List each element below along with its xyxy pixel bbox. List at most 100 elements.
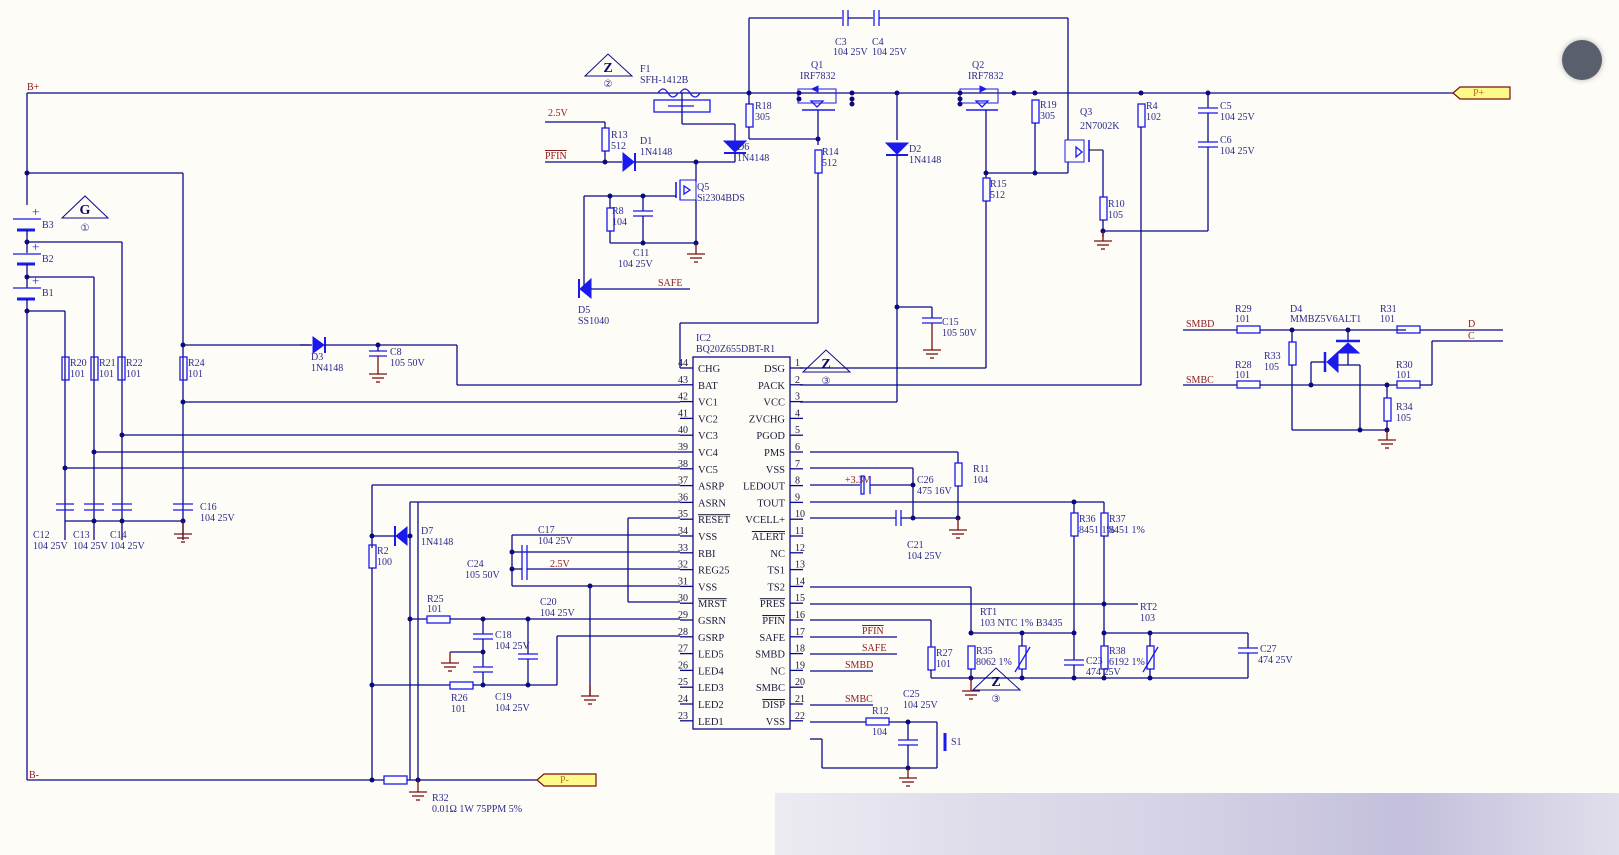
C5-val: 104 25V (1220, 112, 1256, 123)
port-p-minus[interactable]: P- (536, 773, 597, 787)
ic-pin-14-name: TS2 (767, 582, 785, 593)
R8-val: 104 (612, 217, 627, 228)
ic-pin-15-number: 15 (795, 593, 805, 604)
C25-ref: C25 (903, 689, 920, 700)
D4-ref: D4 (1290, 304, 1302, 315)
ic-pin-4-number: 4 (795, 408, 800, 419)
C6-ref: C6 (1220, 135, 1232, 146)
R18-ref: R18 (755, 101, 772, 112)
R13-ref: R13 (611, 130, 628, 141)
ic-pin-22-name: VSS (766, 717, 785, 728)
plus-icon: + (32, 204, 39, 219)
C27-val: 474 25V (1258, 655, 1294, 666)
ic-pin-8-number: 8 (795, 476, 800, 487)
ic-pin-9-name: TOUT (757, 498, 785, 509)
ic-pin-31-number: 31 (678, 576, 688, 587)
D1-val: 1N4148 (640, 147, 672, 158)
ground-icon (962, 678, 980, 700)
smbus-protection: SMBD R29 101 D4 MMBZ5V6ALT1 R31 101 D C … (1183, 304, 1503, 449)
R31-val: 101 (1380, 314, 1395, 325)
R19-val: 305 (1040, 111, 1055, 122)
R24-ref: R24 (188, 358, 205, 369)
port-p-plus-label: P+ (1473, 88, 1485, 99)
ground-icon (949, 518, 967, 539)
R19-ref: R19 (1040, 100, 1057, 111)
D4-val: MMBZ5V6ALT1 (1290, 314, 1361, 325)
R8-ref: R8 (612, 206, 624, 217)
R10-val: 105 (1108, 210, 1123, 221)
ic-pin-7-name: VSS (766, 465, 785, 476)
R14: R14 512 (679, 147, 839, 368)
port-p-plus[interactable]: P+ (1452, 86, 1511, 100)
ic-pin-40-name: VC3 (698, 431, 718, 442)
ic-pin-17-name: SAFE (759, 633, 785, 644)
Q5-ref: Q5 (697, 182, 709, 193)
ic-pin-36-number: 36 (678, 492, 688, 503)
R21-val: 101 (99, 369, 114, 380)
C4-ref: C4 (872, 37, 884, 48)
F1-val: SFH-1412B (640, 75, 689, 86)
ic-pin-21-number: 21 (795, 694, 805, 705)
port-p-minus-label: P- (560, 775, 569, 786)
c3-c4-bypass: C3 104 25V C4 104 25V (748, 10, 1069, 93)
ground-icon (369, 356, 387, 383)
ic-pin-23-number: 23 (678, 711, 688, 722)
C5-C6: C5 104 25V C6 104 25V (1198, 90, 1256, 231)
ic-pin-44-number: 44 (678, 358, 688, 369)
R19: R19 305 (986, 90, 1068, 176)
RT1-val: 103 NTC 1% B3435 (980, 618, 1063, 629)
R14-ref: R14 (822, 147, 839, 158)
ic-pin-18-number: 18 (795, 644, 805, 655)
ic-pin-25-name: LED3 (698, 683, 724, 694)
ic-pin-28-number: 28 (678, 627, 688, 638)
ic-pin-31-name: VSS (698, 582, 717, 593)
ic-pin-13-name: TS1 (767, 566, 785, 577)
net-label-smbd: SMBD (1186, 319, 1214, 330)
ic-pin-9-number: 9 (795, 492, 800, 503)
marker-z2-num: ② (604, 79, 613, 90)
net-label-smbc-ic: SMBC (845, 694, 873, 705)
ic-pin-17-number: 17 (795, 627, 805, 638)
pfin-safe-circuit: 2.5V R13 512 PFIN D1 1N4148 D6 1N4148 Q5… (545, 108, 769, 327)
ic-pin-37-name: ASRP (698, 482, 724, 493)
C26-val: 475 16V (917, 486, 953, 497)
S1-ref: S1 (951, 737, 962, 748)
ic-pin-1-number: 1 (795, 358, 800, 369)
B3-ref: B3 (42, 220, 54, 231)
plus-icon: + (32, 273, 39, 288)
C11-val: 104 25V (618, 259, 654, 270)
bat-filter: D3 1N4148 C8 105 50V (300, 336, 680, 386)
ic-pin-36-name: ASRN (698, 498, 726, 509)
ic-pin-3-name: VCC (763, 398, 785, 409)
C24-val: 105 50V (465, 570, 501, 581)
R4-val: 102 (1146, 112, 1161, 123)
ic-pin-10-name: VCELL+ (745, 515, 785, 526)
D2-ref: D2 (909, 144, 921, 155)
b-minus-rail: B- R32 0.01Ω 1W 75PPM 5% (27, 502, 540, 815)
ic-pin-28-name: GSRP (698, 633, 724, 644)
ic-right-wiring: R11 104 +3.3V C26 475 16V C21 104 25V (810, 451, 1138, 787)
floating-avatar-button[interactable] (1562, 40, 1602, 80)
C21-ref: C21 (907, 540, 924, 551)
ic-pin-29-number: 29 (678, 610, 688, 621)
ic-pin-32-number: 32 (678, 560, 688, 571)
C15-ref: C15 (942, 317, 959, 328)
ic-pin-40-number: 40 (678, 425, 688, 436)
C24-ref: C24 (467, 559, 484, 570)
R34-val: 105 (1396, 413, 1411, 424)
D3-val: 1N4148 (311, 363, 343, 374)
ic-pin-35-name: RESET (698, 515, 731, 526)
ground-icon (581, 686, 599, 705)
R32-ref: R32 (432, 793, 449, 804)
C16-val: 104 25V (200, 513, 236, 524)
R14-val: 512 (822, 158, 837, 169)
ground-icon (174, 521, 192, 543)
R2-val: 100 (377, 557, 392, 568)
ic-pin-34-name: VSS (698, 532, 717, 543)
cell-filter-caps: C12 104 25V C13 104 25V C14 104 25V C16 … (33, 502, 236, 552)
C4-val: 104 25V (872, 47, 908, 58)
diode-D2: D2 1N4148 C15 105 50V (800, 90, 978, 403)
C26-ref: C26 (917, 475, 934, 486)
net-label-safe-ic: SAFE (862, 643, 886, 654)
ic-pin-30-number: 30 (678, 593, 688, 604)
